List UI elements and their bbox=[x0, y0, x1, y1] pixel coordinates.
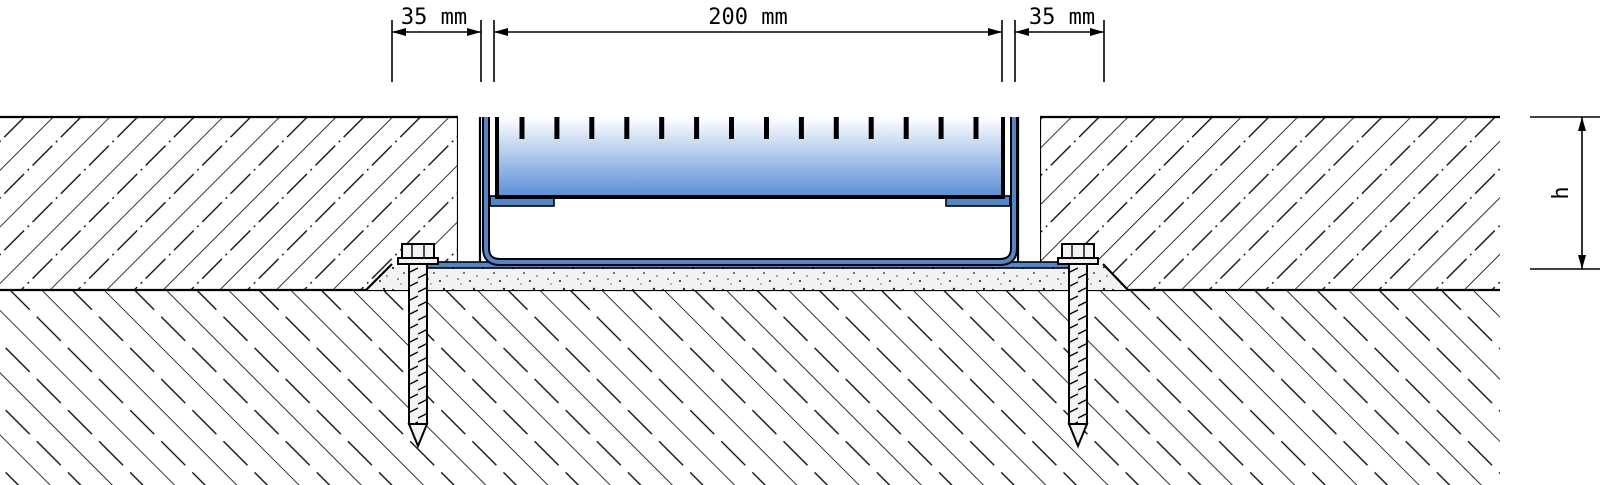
grate-slot bbox=[764, 117, 769, 139]
dimension-height: h bbox=[1549, 186, 1574, 199]
grate-slot bbox=[798, 117, 804, 139]
grate-slot bbox=[589, 117, 595, 139]
grate-slot bbox=[624, 117, 630, 139]
dimension-right-flange: 35 mm bbox=[1029, 5, 1095, 30]
grate-slot bbox=[903, 117, 909, 139]
grate-slot bbox=[659, 117, 665, 139]
anchor-screw-right bbox=[1057, 243, 1099, 449]
anchor-screw-left bbox=[397, 243, 439, 449]
dimension-left-flange: 35 mm bbox=[401, 5, 467, 30]
slotted-grate bbox=[495, 117, 1005, 199]
expansion-strip-left bbox=[458, 117, 482, 262]
dimension-lines bbox=[391, 20, 1600, 270]
grate-slot bbox=[833, 117, 839, 139]
concrete-base bbox=[0, 288, 1500, 485]
grate-slot bbox=[973, 117, 979, 139]
expansion-strip-right bbox=[1016, 117, 1040, 262]
grate-slot bbox=[694, 117, 700, 139]
grate-slot bbox=[868, 117, 874, 139]
grate-slot bbox=[938, 117, 944, 139]
grate-slots bbox=[519, 117, 979, 139]
dimension-channel-width: 200 mm bbox=[708, 5, 787, 30]
grate-slot bbox=[729, 117, 734, 139]
grate-slot bbox=[554, 117, 560, 139]
screed-layer-left bbox=[0, 115, 460, 290]
screed-layer-right bbox=[1038, 115, 1500, 290]
grate-slot bbox=[519, 117, 525, 139]
bedding-mortar bbox=[365, 263, 1129, 291]
